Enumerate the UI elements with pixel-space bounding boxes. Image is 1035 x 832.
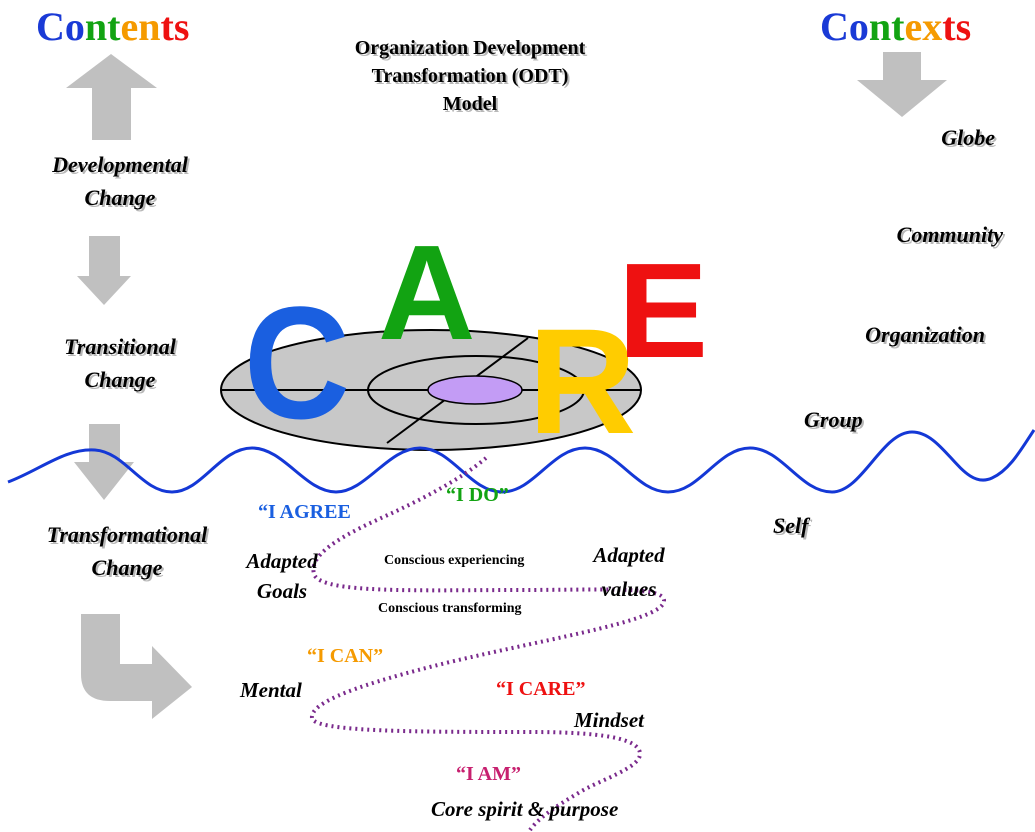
transitional-change-label: Transitional Change	[20, 330, 220, 396]
label-line: Change	[91, 555, 163, 580]
core-spirit-label: Core spirit & purpose	[431, 797, 619, 821]
care-letter-a: A	[378, 217, 476, 368]
label-line: Adapted	[246, 549, 318, 573]
adapted-goals-label: Adapted Goals	[232, 546, 332, 606]
contexts-letter: e	[904, 4, 923, 49]
i-agree-label: “I AGREE	[258, 501, 351, 523]
contents-letter: t	[160, 4, 174, 49]
mindset-label: Mindset	[574, 708, 645, 732]
contexts-letter: o	[848, 4, 869, 49]
label-line: Adapted	[593, 543, 665, 567]
context-self: Self	[773, 513, 809, 538]
contexts-letter: C	[820, 4, 849, 49]
label-line: Transitional	[64, 334, 176, 359]
care-letter-c: C	[244, 273, 350, 452]
label-line: Goals	[256, 579, 308, 603]
contexts-letter: t	[942, 4, 956, 49]
label-line: Change	[84, 367, 156, 392]
i-am-label: “I AM”	[456, 763, 521, 785]
context-community: Community	[896, 222, 1003, 247]
contents-letter: s	[173, 4, 190, 49]
conscious-experiencing-label: Conscious experiencing	[384, 553, 525, 568]
contents-letter: n	[84, 4, 108, 49]
title-line: Organization Development	[354, 37, 586, 59]
developmental-down-arrow	[77, 236, 131, 305]
developmental-change-label: Developmental Change	[20, 148, 220, 214]
contents-letter: C	[36, 4, 65, 49]
mental-label: Mental	[240, 678, 302, 702]
diagram-title: Organization Development Transformation …	[320, 34, 620, 118]
contexts-letter: n	[868, 4, 892, 49]
spiral-path	[310, 456, 666, 832]
i-can-label: “I CAN”	[307, 645, 384, 667]
label-line: Change	[84, 185, 156, 210]
surface-wave	[7, 429, 1035, 494]
contexts-down-arrow	[857, 52, 947, 117]
context-globe: Globe	[941, 125, 995, 150]
contents-letter: n	[138, 4, 161, 49]
i-do-label: “I DO”	[446, 484, 509, 506]
care-letters: C A R E	[244, 217, 708, 465]
contents-heading: Contents	[36, 4, 189, 50]
care-disc	[220, 329, 642, 451]
contents-letter: t	[107, 4, 121, 49]
title-line: Transformation (ODT)	[371, 65, 569, 87]
contexts-letter: s	[955, 4, 972, 49]
contexts-letter: x	[922, 4, 943, 49]
contexts-heading: Contexts	[820, 4, 971, 50]
contents-letter: o	[64, 4, 85, 49]
contents-up-arrow	[66, 54, 157, 140]
contents-letter: e	[120, 4, 139, 49]
label-line: values	[601, 577, 657, 601]
bent-right-arrow	[81, 614, 192, 719]
title-line: Model	[442, 93, 498, 115]
transformational-change-label: Transformational Change	[22, 518, 232, 584]
context-organization: Organization	[865, 322, 985, 347]
care-letter-e: E	[618, 235, 708, 386]
context-group: Group	[804, 407, 863, 432]
conscious-transforming-label: Conscious transforming	[378, 601, 522, 616]
contexts-letter: t	[891, 4, 905, 49]
transitional-down-arrow	[74, 424, 134, 500]
label-line: Transformational	[46, 522, 208, 547]
adapted-values-label: Adapted values	[574, 538, 684, 606]
i-care-label: “I CARE”	[496, 678, 586, 700]
label-line: Developmental	[52, 152, 188, 177]
care-letter-r: R	[528, 297, 636, 465]
